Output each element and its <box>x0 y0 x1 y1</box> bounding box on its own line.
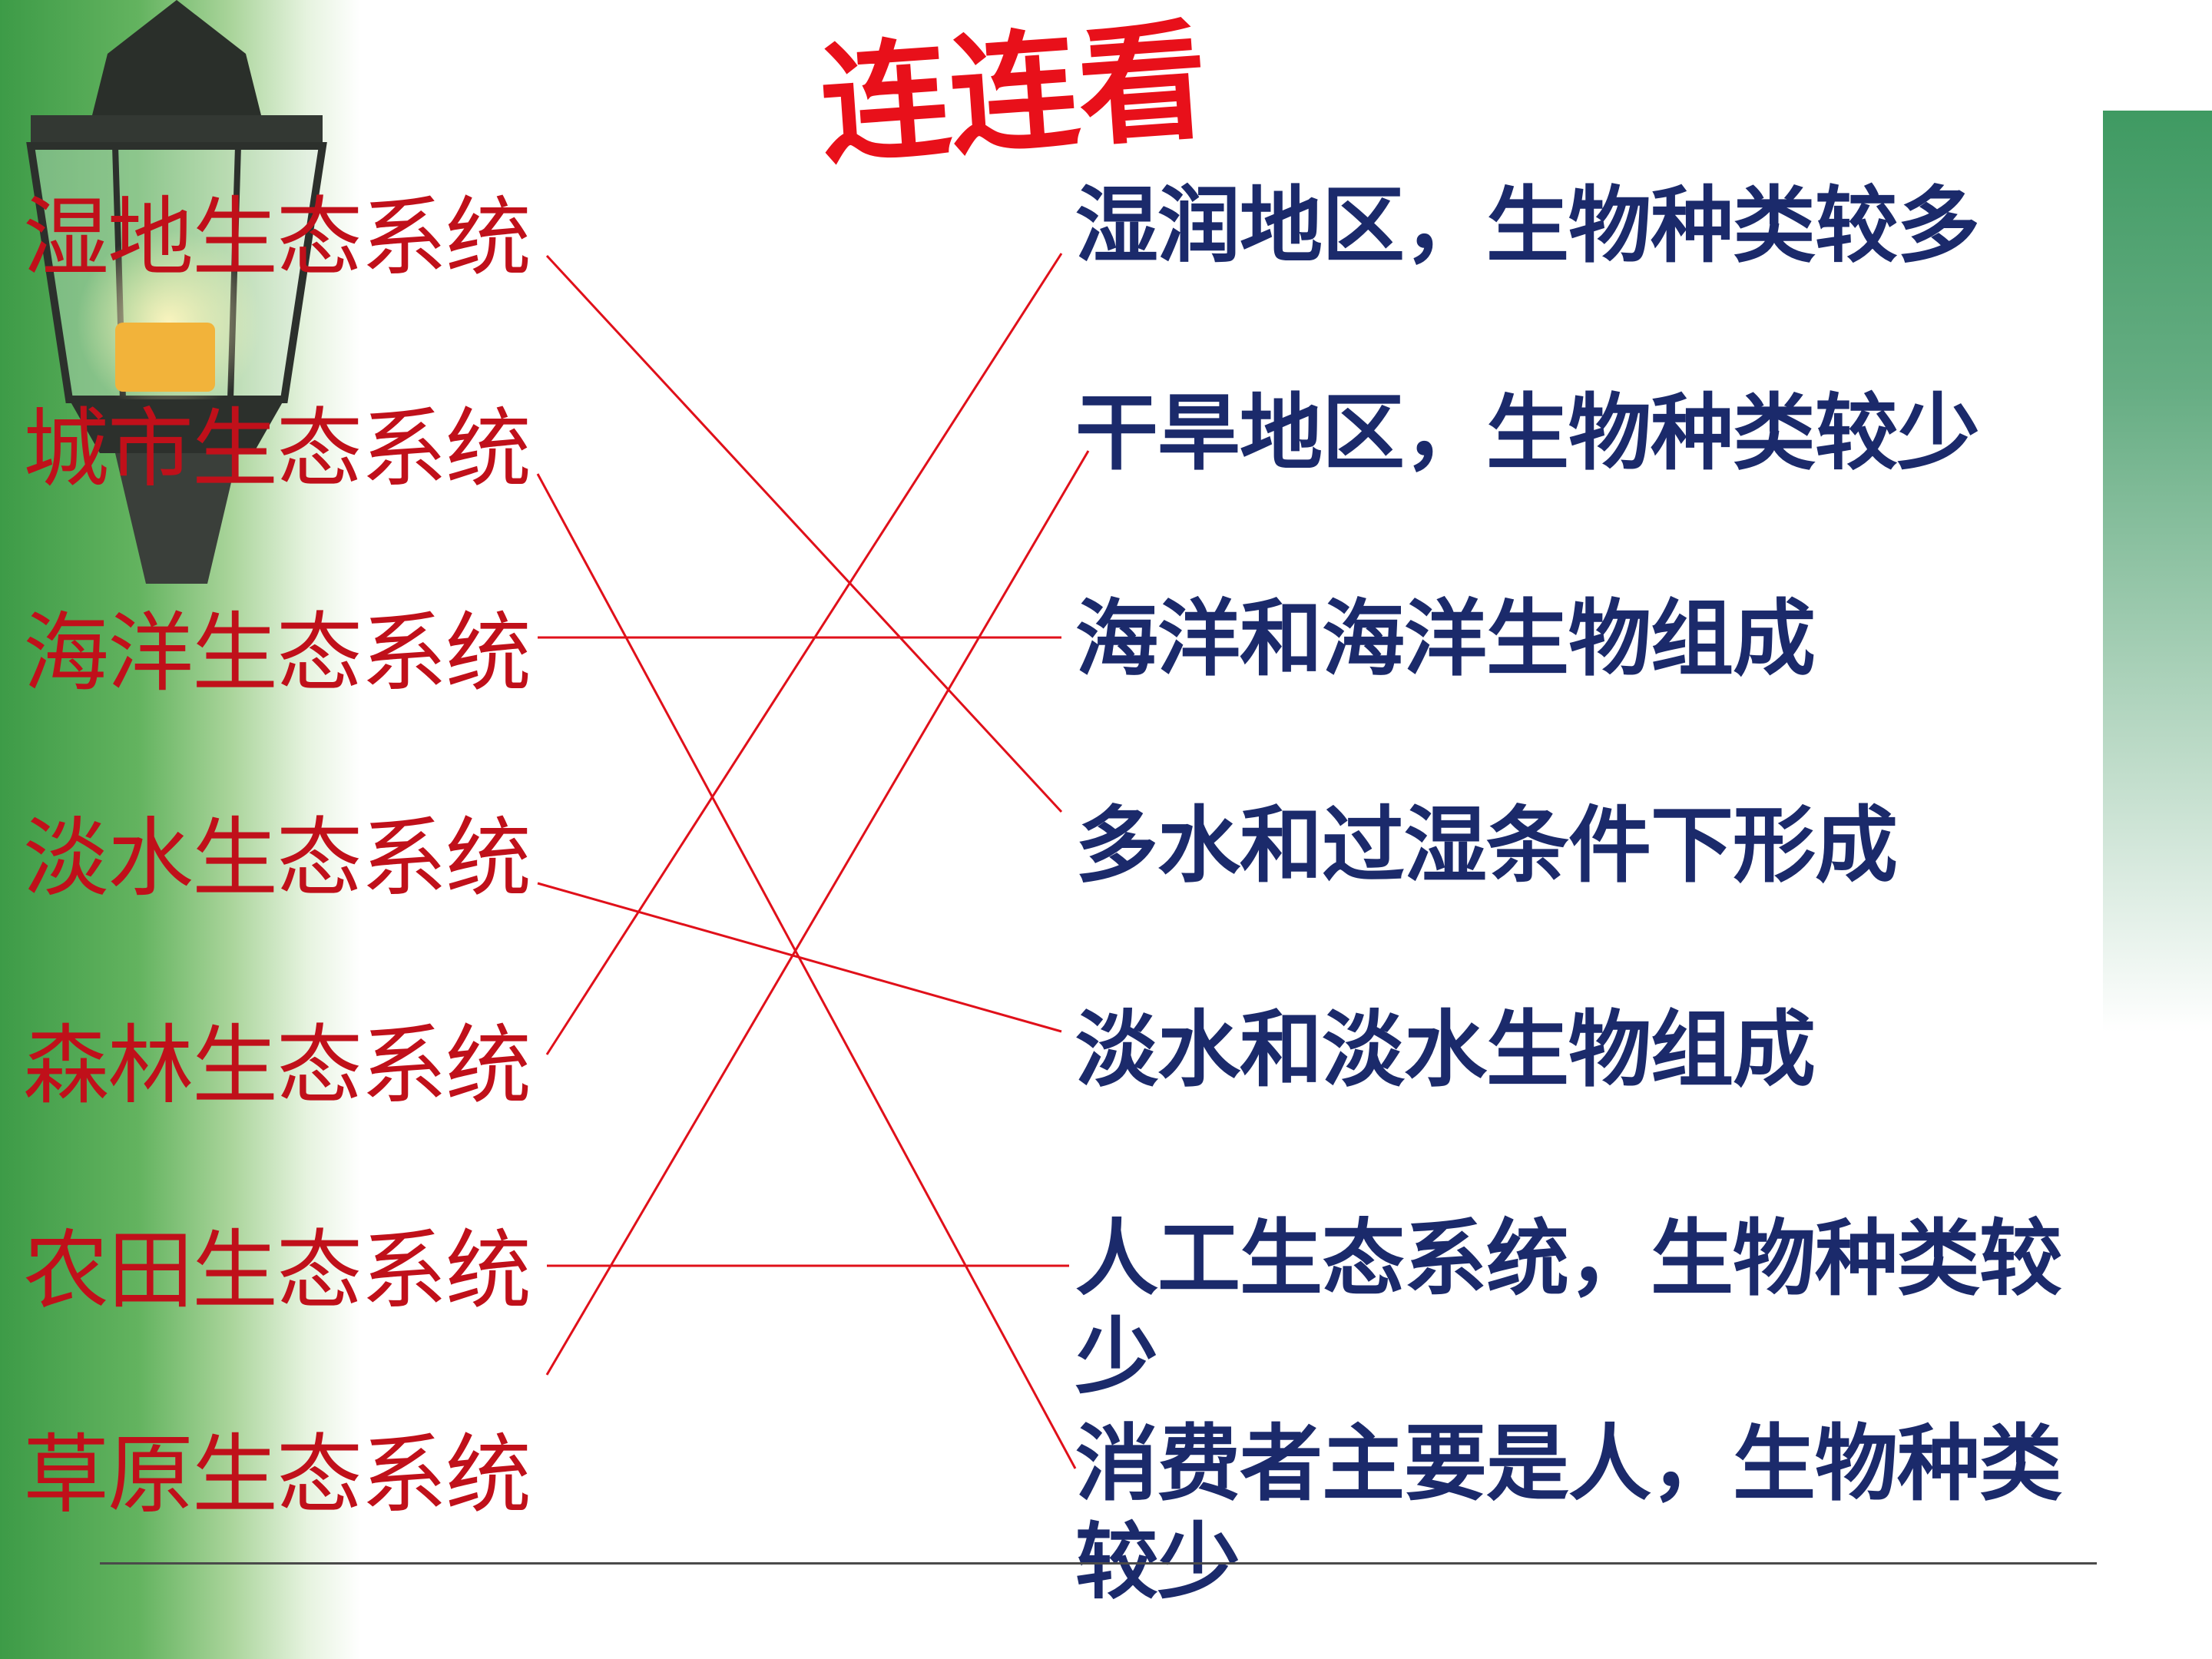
match-line-0 <box>545 254 1063 813</box>
bottom-divider <box>100 1562 2097 1565</box>
svg-text:连连看: 连连看 <box>816 5 1212 177</box>
match-line-4 <box>545 253 1063 1055</box>
lantern-decoration <box>26 0 327 584</box>
right-item-artificial-system[interactable]: 人工生态系统，生物种类较少 <box>1075 1210 2062 1406</box>
left-item-farmland[interactable]: 农田生态系统 <box>23 1221 531 1321</box>
left-item-freshwater[interactable]: 淡水生态系统 <box>23 809 531 909</box>
right-item-freshwater-composition[interactable]: 淡水和淡水生物组成 <box>1075 1002 1816 1098</box>
match-line-1 <box>536 473 1077 1469</box>
right-item-humid-region[interactable]: 湿润地区，生物种类较多 <box>1075 177 1980 274</box>
left-item-forest[interactable]: 森林生态系统 <box>23 1016 531 1116</box>
left-item-grassland[interactable]: 草原生态系统 <box>23 1426 531 1525</box>
match-line-3 <box>537 882 1062 1033</box>
right-item-ocean-composition[interactable]: 海洋和海洋生物组成 <box>1075 591 1816 687</box>
right-item-arid-region[interactable]: 干旱地区，生物种类较少 <box>1075 385 1980 482</box>
right-item-wet-conditions[interactable]: 多水和过湿条件下形成 <box>1075 797 1898 894</box>
right-accent-bar <box>2103 111 2212 1032</box>
right-item-human-consumers[interactable]: 消费者主要是人，生物种类较少 <box>1075 1416 2062 1611</box>
left-item-ocean[interactable]: 海洋生态系统 <box>23 604 531 704</box>
left-item-city[interactable]: 城市生态系统 <box>23 399 531 499</box>
left-item-wetland[interactable]: 湿地生态系统 <box>23 188 531 288</box>
match-line-6 <box>545 450 1090 1376</box>
page-title: 连连看 <box>813 3 1214 177</box>
